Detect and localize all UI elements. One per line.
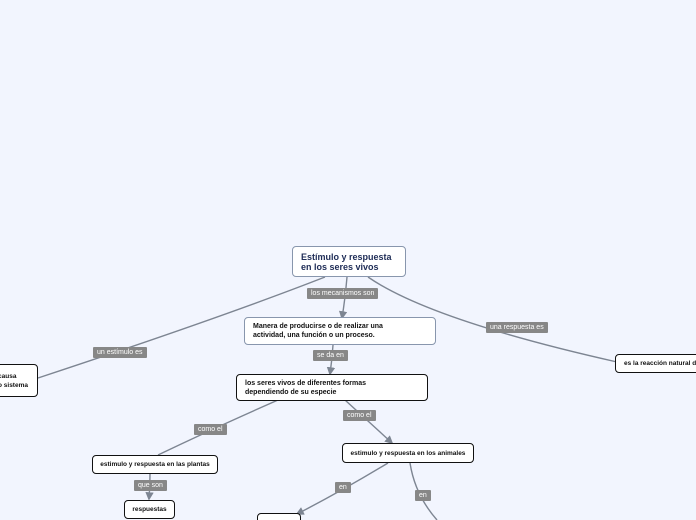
link-seres-animales — [344, 399, 394, 445]
link-root-reaccion — [367, 276, 618, 363]
link-label-se-da-en: se da en — [313, 350, 348, 361]
reaccion-node-text: es la reacción natural de — [624, 360, 696, 367]
link-label-como-el-left: como el — [194, 424, 227, 435]
bottom-node[interactable] — [257, 513, 301, 520]
link-label-estimulo: un estímulo es — [93, 347, 147, 358]
estimulo-node-text: causa o sistema — [0, 372, 28, 389]
seres-vivos-node[interactable]: los seres vivos de diferentes formas dep… — [236, 374, 428, 401]
reaccion-node[interactable]: es la reacción natural de — [615, 354, 696, 373]
seres-vivos-node-text: los seres vivos de diferentes formas dep… — [245, 379, 366, 396]
plantas-node[interactable]: estimulo y respuesta en las plantas — [92, 455, 218, 474]
animales-node[interactable]: estimulo y respuesta en los animales — [342, 443, 474, 463]
plantas-node-text: estimulo y respuesta en las plantas — [100, 461, 210, 468]
estimulo-node[interactable]: causa o sistema — [0, 364, 38, 397]
animales-node-text: estimulo y respuesta en los animales — [350, 449, 466, 457]
link-root-estimulo — [37, 276, 326, 379]
manera-node-text: Manera de producirse o de realizar una a… — [253, 323, 383, 339]
link-label-en-right: en — [415, 490, 431, 501]
link-label-que-son: que son — [134, 480, 167, 491]
manera-node[interactable]: Manera de producirse o de realizar una a… — [244, 317, 436, 345]
respuestas-node[interactable]: respuestas — [124, 500, 175, 519]
root-node-text: Estímulo y respuesta en los seres vivos — [301, 251, 392, 272]
link-label-respuesta: una respuesta es — [486, 322, 548, 333]
link-label-como-el-right: como el — [343, 410, 376, 421]
root-node[interactable]: Estímulo y respuesta en los seres vivos — [292, 246, 406, 277]
link-label-en-left: en — [335, 482, 351, 493]
respuestas-node-text: respuestas — [132, 506, 167, 513]
link-label-mecanismos: los mecanismos son — [307, 288, 379, 299]
